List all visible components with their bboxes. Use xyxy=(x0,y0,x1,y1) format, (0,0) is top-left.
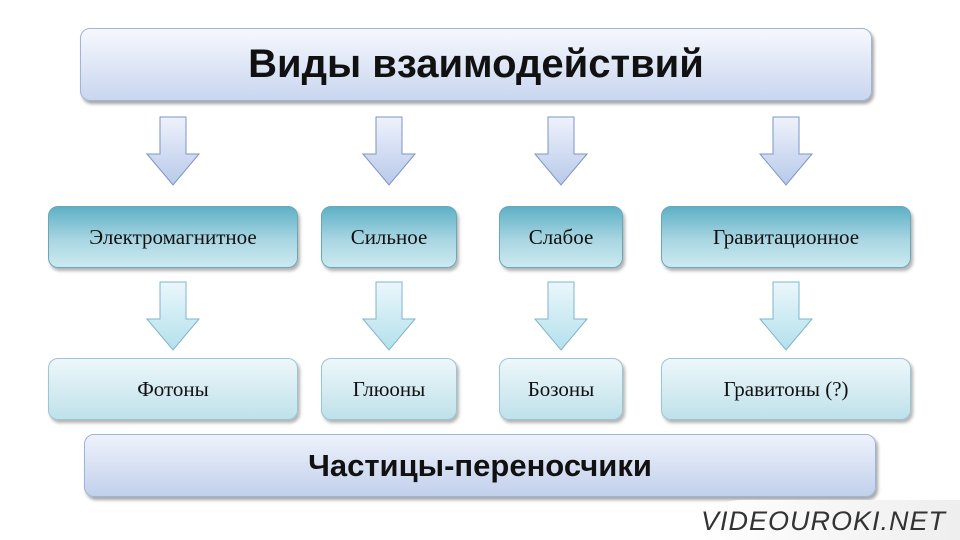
carrier-gravitons: Гравитоны (?) xyxy=(661,358,911,420)
arrow-down-icon xyxy=(534,281,588,351)
arrow-down-icon xyxy=(362,281,416,351)
carriers-banner: Частицы-переносчики xyxy=(84,434,876,497)
interaction-gravitational: Гравитационное xyxy=(661,206,911,268)
interaction-electromagnetic: Электромагнитное xyxy=(48,206,298,268)
interaction-strong: Сильное xyxy=(321,206,457,268)
arrow-down-icon xyxy=(759,116,813,186)
arrow-down-icon xyxy=(534,116,588,186)
arrow-down-icon xyxy=(146,281,200,351)
slide-title: Виды взаимодействий xyxy=(80,28,872,101)
carrier-bosons: Бозоны xyxy=(499,358,623,420)
videouroki-logo: VIDEOUROKI.NET xyxy=(700,500,960,540)
carrier-photons: Фотоны xyxy=(48,358,298,420)
logo-text: VIDEOUROKI.NET xyxy=(700,506,946,536)
interaction-weak: Слабое xyxy=(499,206,623,268)
arrow-down-icon xyxy=(759,281,813,351)
arrow-down-icon xyxy=(362,116,416,186)
arrow-down-icon xyxy=(146,116,200,186)
carrier-gluons: Глюоны xyxy=(321,358,457,420)
